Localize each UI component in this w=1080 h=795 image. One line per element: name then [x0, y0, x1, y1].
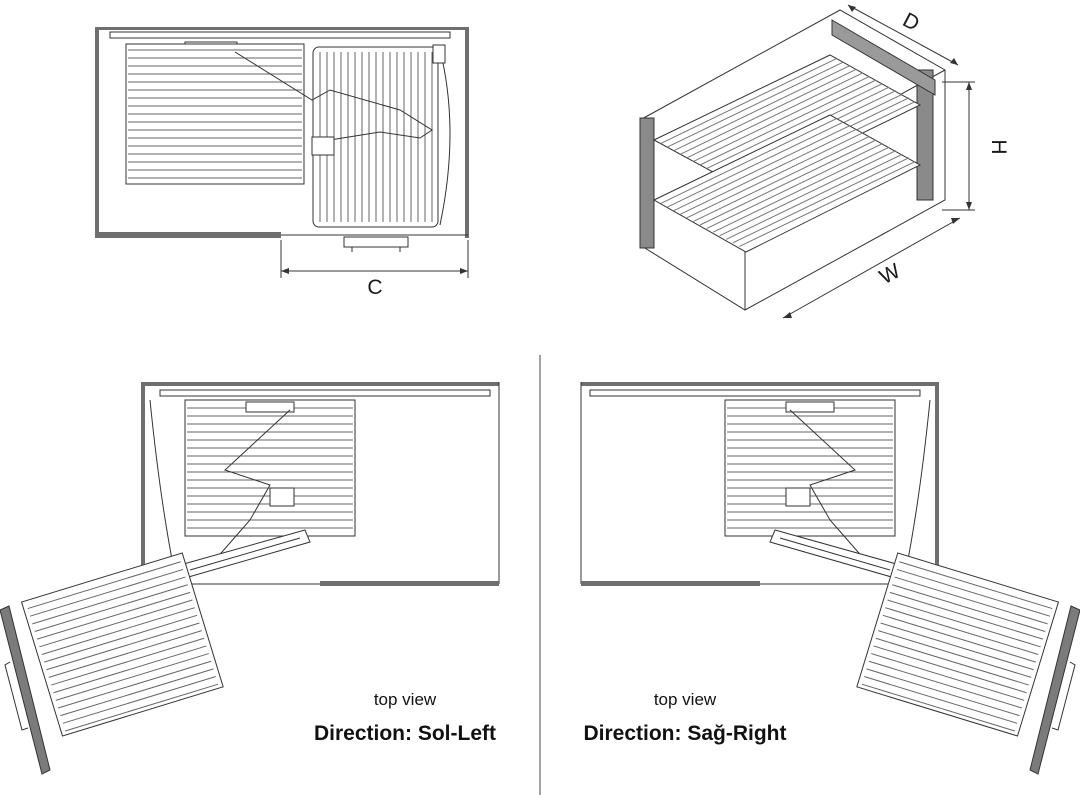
wire-rung — [65, 683, 219, 732]
right-inner-basket — [724, 399, 896, 537]
left-swung-basket — [20, 552, 224, 737]
wire-rung — [889, 591, 1044, 640]
right-swung-basket — [856, 552, 1060, 737]
wire-rung — [873, 645, 1027, 694]
swing-arm — [234, 51, 433, 146]
wire-rung — [899, 561, 1053, 610]
top-view-closed: C — [95, 27, 469, 299]
dimension-h-label: H — [987, 139, 1010, 154]
wire-rung — [60, 668, 214, 717]
wire-rung — [892, 584, 1046, 632]
left-door-panel — [0, 605, 51, 775]
basket-right — [312, 46, 439, 228]
wire-rung — [885, 607, 1039, 655]
wire-rung — [880, 622, 1034, 671]
wire-rung — [726, 153, 903, 240]
right-door-panel — [1029, 605, 1080, 775]
wire-rung — [686, 72, 864, 159]
wire-rung — [680, 68, 857, 155]
wire-rung — [673, 125, 850, 212]
wire-rung — [864, 676, 1018, 724]
wire-rung — [46, 622, 200, 671]
wire-rung — [875, 637, 1030, 686]
wire-rung — [62, 676, 216, 724]
wire-rung — [712, 146, 890, 233]
dimension-d-label: D — [899, 9, 923, 36]
wire-rung — [686, 132, 864, 219]
wire-rung — [719, 150, 896, 237]
dimension-c-label: C — [367, 276, 382, 299]
wire-rung — [36, 591, 191, 640]
wire-rung — [660, 58, 837, 145]
cabinet-left-wall — [95, 27, 99, 238]
left-inner-basket — [184, 399, 356, 537]
wire-rung — [666, 61, 844, 148]
right-open-view: top view Direction: Sağ-Right — [580, 382, 1080, 775]
wire-rung — [896, 568, 1051, 617]
dimension-w-label: W — [876, 259, 904, 289]
isometric-view: D H W — [639, 4, 1010, 319]
wire-rung — [666, 121, 844, 208]
wire-rung — [739, 160, 916, 247]
wire-rung — [57, 660, 212, 709]
wire-rung — [55, 653, 209, 701]
right-title: Direction: Sağ-Right — [584, 722, 787, 745]
wire-rung — [673, 65, 850, 152]
left-open-view: top view Direction: Sol-Left — [0, 382, 500, 775]
wire-rung — [34, 584, 188, 632]
wire-rung — [29, 568, 184, 617]
wire-rung — [50, 637, 205, 686]
wire-rung — [894, 576, 1048, 625]
wire-rung — [732, 157, 910, 244]
cabinet-bottom-wall — [95, 232, 281, 238]
wire-rung — [861, 683, 1015, 732]
wire-rung — [878, 630, 1032, 678]
wire-rung — [660, 118, 837, 205]
wire-rung — [693, 75, 870, 162]
wire-rung — [887, 599, 1041, 648]
front-handle — [343, 236, 409, 248]
wire-rung — [882, 614, 1037, 663]
dimension-c: C — [280, 240, 469, 299]
wire-rung — [43, 614, 198, 663]
wire-rung — [693, 135, 870, 222]
wire-rung — [699, 79, 877, 166]
wire-rung — [871, 653, 1025, 701]
left-title: Direction: Sol-Left — [314, 722, 496, 745]
basket-left — [125, 43, 305, 185]
wire-rung — [680, 128, 857, 215]
wire-rung — [41, 607, 195, 655]
isometric-lower-shelf — [652, 114, 922, 253]
left-subtitle: top view — [374, 690, 437, 709]
dimension-h: H — [942, 81, 1010, 211]
wire-rung — [32, 576, 186, 625]
wire-rung — [706, 143, 883, 230]
cabinet-top-wall — [95, 27, 468, 30]
wire-rung — [868, 660, 1023, 709]
wire-rung — [706, 83, 883, 170]
wire-rung — [27, 561, 181, 610]
right-subtitle: top view — [654, 690, 717, 709]
wire-rung — [39, 599, 193, 648]
cabinet-right-wall — [465, 27, 469, 238]
wire-rung — [866, 668, 1020, 717]
wire-rung — [48, 630, 202, 678]
wire-rung — [699, 139, 877, 226]
wire-rung — [53, 645, 207, 694]
